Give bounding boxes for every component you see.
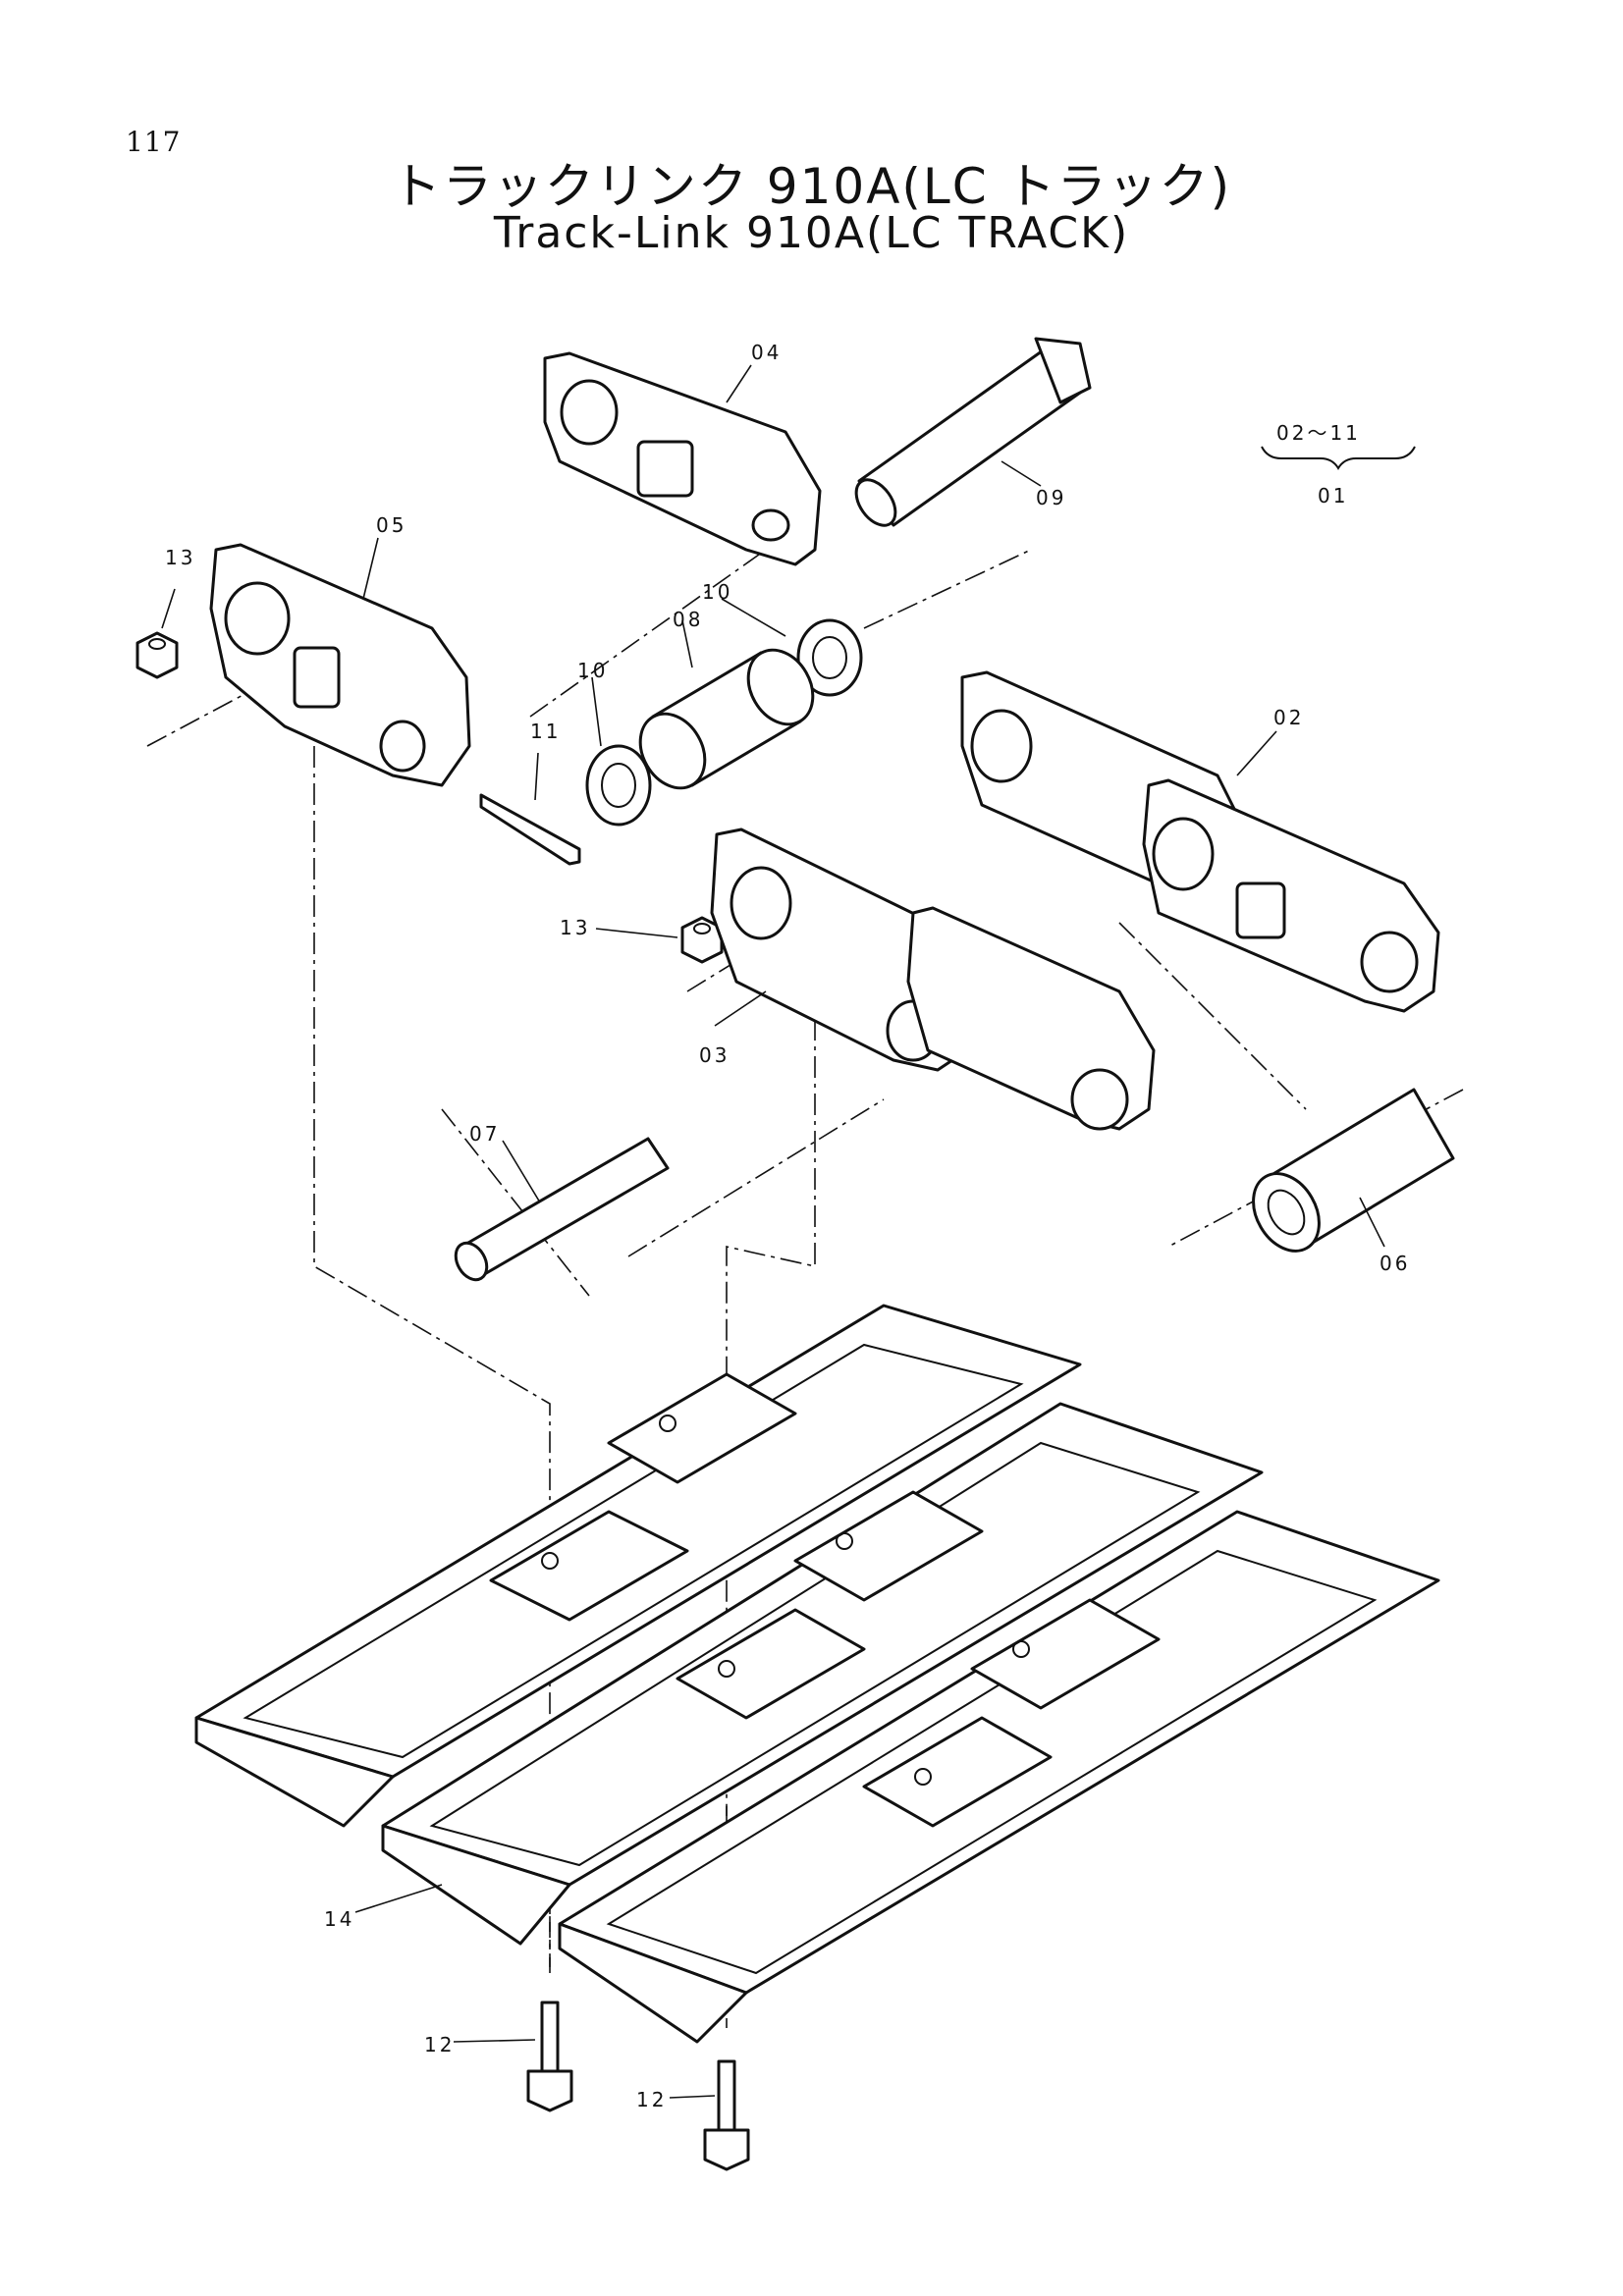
- nut-13-upper: [135, 631, 179, 679]
- assembly-note: 02～11 01: [1261, 421, 1416, 507]
- callout-11: 11: [530, 720, 561, 743]
- title-japanese: トラックリンク 910A(LC トラック): [391, 158, 1232, 215]
- callout-07: 07: [469, 1122, 500, 1146]
- callout-labels: 04 09 05 13 10 08 10 11 02 13 03 07 06 1…: [165, 341, 1410, 2111]
- callout-08: 08: [673, 608, 703, 631]
- callout-03: 03: [699, 1043, 730, 1067]
- page-number: 117: [126, 126, 182, 158]
- seal-10-left: [585, 744, 652, 827]
- callout-09: 09: [1036, 486, 1066, 509]
- assembly-note-range: 02～11: [1276, 421, 1361, 445]
- nut-13-middle: [680, 916, 724, 964]
- track-link-05: [209, 543, 471, 787]
- title-english: Track-Link 910A(LC TRACK): [493, 208, 1130, 258]
- track-shoe-14-rear: [194, 1304, 1082, 1828]
- callout-10-left: 10: [577, 659, 608, 682]
- pin-07: [454, 1137, 670, 1282]
- callout-10-right: 10: [702, 580, 732, 604]
- callout-14: 14: [324, 1907, 354, 1931]
- assembly-brace: [1261, 446, 1416, 470]
- spring-pin-11: [479, 793, 581, 866]
- leader-lines: [161, 364, 1385, 2099]
- track-shoe-14-front: [558, 1510, 1440, 2044]
- assembly-note-parent: 01: [1318, 484, 1348, 507]
- callout-06: 06: [1380, 1252, 1410, 1275]
- callout-12-left: 12: [424, 2033, 455, 2056]
- bushing-08: [638, 648, 815, 790]
- callout-05: 05: [376, 513, 406, 537]
- callout-04: 04: [751, 341, 782, 364]
- callout-13-upper: 13: [165, 546, 195, 569]
- seal-10-right: [796, 618, 863, 697]
- bushing-06: [1252, 1088, 1455, 1253]
- track-link-02: [960, 670, 1440, 1013]
- callout-02: 02: [1273, 706, 1304, 729]
- track-shoe-14-middle: [381, 1402, 1264, 1946]
- track-link-04: [543, 351, 822, 566]
- pin-09: [854, 337, 1092, 527]
- bolt-12-left: [526, 2001, 573, 2112]
- bolt-12-right: [703, 2059, 750, 2171]
- track-link-03: [710, 828, 1156, 1131]
- callout-12-right: 12: [636, 2088, 667, 2111]
- callout-13-middle: 13: [560, 916, 590, 939]
